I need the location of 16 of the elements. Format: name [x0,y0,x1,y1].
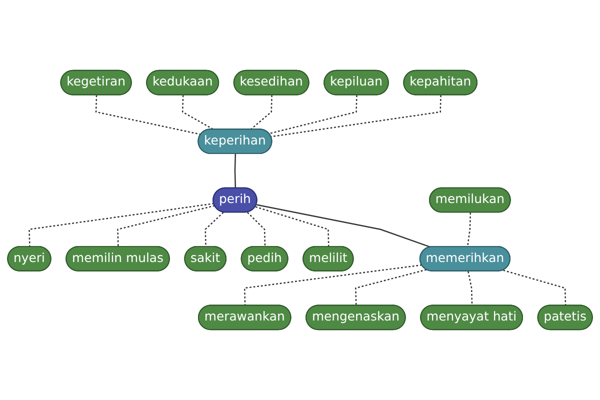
connector [268,95,358,134]
connector [117,205,215,248]
connector [247,212,266,248]
connector [355,269,427,306]
connector [466,212,472,248]
connector [28,202,214,248]
connector [255,206,330,248]
connector [256,204,431,248]
connector [468,271,473,306]
connector [503,270,566,306]
connector [204,212,224,248]
connector [244,264,422,306]
connector [250,95,272,130]
connector [271,95,442,138]
connector [234,154,236,188]
connector [182,95,214,130]
